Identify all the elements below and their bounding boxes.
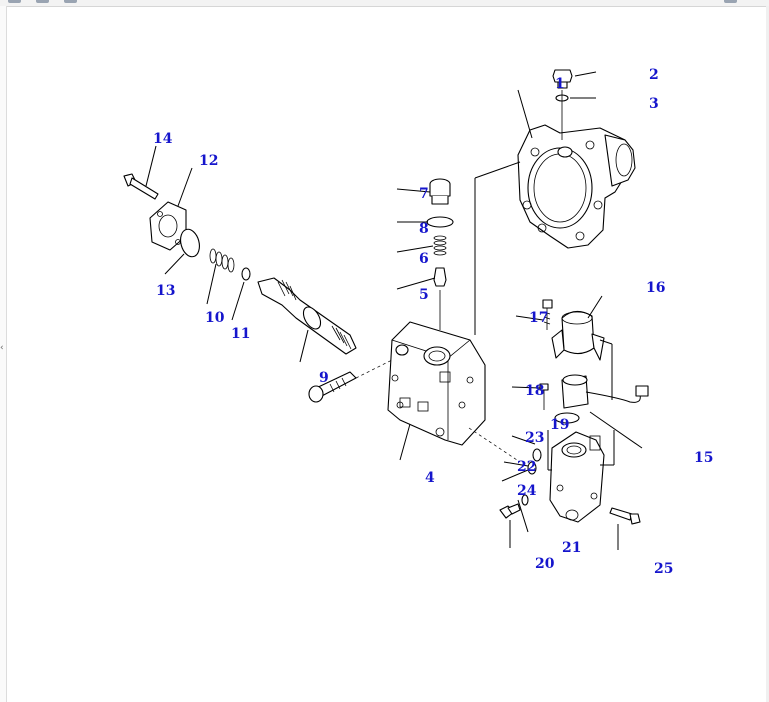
- label-12: 12: [199, 153, 218, 169]
- label-23: 23: [525, 430, 544, 446]
- part-number-labels: 1 2 3 4 5 6 7 8 9 10 11 12 13 14 15 16 1…: [153, 67, 713, 577]
- o-ring-part-8: [426, 216, 454, 228]
- label-14: 14: [153, 131, 173, 147]
- label-21: 21: [562, 540, 581, 556]
- label-8: 8: [419, 221, 429, 237]
- coil-part-18: [539, 374, 589, 410]
- bolt-part-25: [609, 507, 641, 525]
- label-6: 6: [419, 251, 429, 267]
- screw-part-17: [542, 299, 553, 330]
- sub-body-part-21: [549, 431, 605, 523]
- label-10: 10: [205, 310, 225, 326]
- label-11: 11: [231, 326, 250, 342]
- right-frame-edge: [766, 6, 769, 702]
- label-5: 5: [419, 287, 429, 303]
- bolt-part-14: [123, 173, 159, 200]
- label-2: 2: [649, 67, 659, 83]
- label-13: 13: [156, 283, 175, 299]
- label-20: 20: [535, 556, 555, 572]
- toolbar-icon-3[interactable]: [64, 0, 77, 3]
- viewer-toolbar: [0, 0, 769, 7]
- part-23: [532, 448, 542, 462]
- label-24: 24: [517, 483, 537, 499]
- connector-wire: [585, 385, 649, 403]
- toolbar-icon-right[interactable]: [724, 0, 737, 3]
- label-18: 18: [525, 383, 544, 399]
- toolbar-icon-1[interactable]: [8, 0, 21, 3]
- screw-part-9: [308, 371, 357, 403]
- ring-part-19: [554, 412, 580, 424]
- pump-housing: [517, 124, 636, 249]
- label-15: 15: [694, 450, 713, 466]
- leader-lines: [145, 71, 643, 550]
- spring-part-10: [209, 248, 235, 273]
- spool-part-9: [257, 277, 357, 355]
- label-16: 16: [646, 280, 665, 296]
- ring-part-11: [241, 267, 251, 281]
- valve-body-part-4: [387, 321, 486, 446]
- part-22: [527, 461, 537, 475]
- spring-part-6: [433, 235, 447, 256]
- plug-part-7: [429, 178, 451, 205]
- label-17: 17: [529, 310, 548, 326]
- label-9: 9: [319, 370, 329, 386]
- label-19: 19: [550, 417, 569, 433]
- label-3: 3: [649, 96, 659, 112]
- bolt-part-1: [552, 69, 573, 89]
- solenoid-cover-part-16: [551, 310, 605, 361]
- toolbar-icon-2[interactable]: [36, 0, 49, 3]
- label-22: 22: [517, 459, 536, 475]
- label-4: 4: [425, 470, 435, 486]
- label-1: 1: [555, 76, 565, 92]
- o-ring-part-13: [180, 228, 200, 258]
- part-24: [521, 494, 529, 506]
- label-7: 7: [419, 186, 429, 202]
- collapse-arrow-icon[interactable]: ‹: [0, 343, 4, 353]
- screw-part-20: [499, 503, 521, 519]
- valve-part-5: [433, 267, 447, 287]
- label-25: 25: [654, 561, 673, 577]
- left-frame-edge: ‹: [0, 6, 7, 702]
